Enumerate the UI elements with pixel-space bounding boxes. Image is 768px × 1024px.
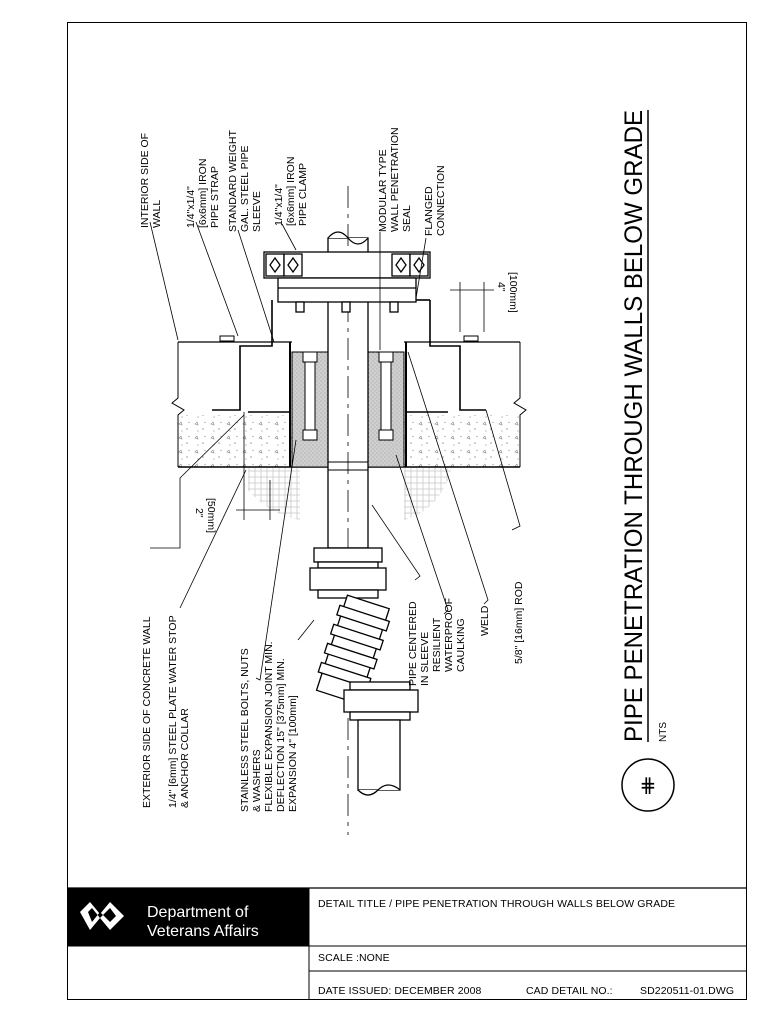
- label-pipe-clamp: 1/4"x1/4"[6x6mm] IRONPIPE CLAMP: [273, 157, 309, 226]
- dimension-4in: [450, 282, 494, 332]
- date-issued: DATE ISSUED: DECEMBER 2008: [318, 985, 482, 997]
- drawing-title: PIPE PENETRATION THROUGH WALLS BELOW GRA…: [620, 110, 648, 742]
- agency-line-1: Department of: [147, 904, 249, 921]
- label-expansion-joint: FLEXIBLE EXPANSION JOINT MIN.DEFLECTION …: [263, 641, 299, 812]
- callout-labels: INTERIOR SIDE OFWALL 1/4"x1/4"[6x6mm] IR…: [139, 127, 525, 812]
- detail-symbol-glyph: ⋕: [640, 773, 657, 797]
- label-interior-side: INTERIOR SIDE OFWALL: [139, 133, 163, 228]
- label-modular-seal: MODULAR TYPEWALL PENETRATIONSEAL: [377, 127, 413, 232]
- label-dim-4in: [100mm]4": [495, 272, 519, 313]
- label-pipe-centered: PIPE CENTEREDIN SLEEVE: [407, 601, 431, 686]
- bracket-bolts: [219, 335, 479, 342]
- leader-lines: [149, 221, 521, 681]
- label-flanged: FLANGEDCONNECTION: [423, 165, 447, 236]
- va-logo-icon: [80, 902, 124, 930]
- detail-title: DETAIL TITLE / PIPE PENETRATION THROUGH …: [318, 898, 676, 910]
- drawing-sheet: [67, 22, 747, 1000]
- label-pipe-strap: 1/4"x1/4"[6x6mm] IRONPIPE STRAP: [185, 159, 221, 228]
- label-sleeve: STANDARD WEIGHTGAL. STEEL PIPESLEEVE: [227, 130, 263, 232]
- expansion-joint: [309, 547, 419, 796]
- label-dim-2in: [50mm]2": [193, 498, 217, 533]
- concrete-wall: [171, 341, 527, 468]
- dimension-2in: [236, 412, 280, 520]
- anchor-brackets: [212, 299, 486, 411]
- scale-field: SCALE :NONE: [318, 952, 390, 964]
- label-exterior-side: EXTERIOR SIDE OF CONCRETE WALL: [141, 616, 153, 808]
- label-bolts: STAINLESS STEEL BOLTS, NUTS& WASHERS: [239, 648, 263, 812]
- label-rod: 5/8" [16mm] ROD: [513, 581, 525, 664]
- earth-backfill: [248, 468, 452, 520]
- agency-line-2: Veterans Affairs: [147, 923, 259, 940]
- cad-label: CAD DETAIL NO.:: [526, 985, 613, 997]
- scale-note: NTS: [658, 722, 669, 742]
- label-water-stop: 1/4" [6mm] STEEL PLATE WATER STOP& ANCHO…: [167, 615, 191, 808]
- label-caulking: RESILIENTWATERPROOFCAULKING: [431, 598, 467, 672]
- label-weld: WELD: [479, 605, 491, 636]
- seal-bolts: [302, 351, 394, 441]
- modular-seal-flange: [263, 251, 431, 313]
- detail-symbol: ⋕: [621, 758, 675, 812]
- agency-name: Department of Veterans Affairs: [147, 903, 259, 941]
- cad-number: SD220511-01.DWG: [640, 985, 735, 997]
